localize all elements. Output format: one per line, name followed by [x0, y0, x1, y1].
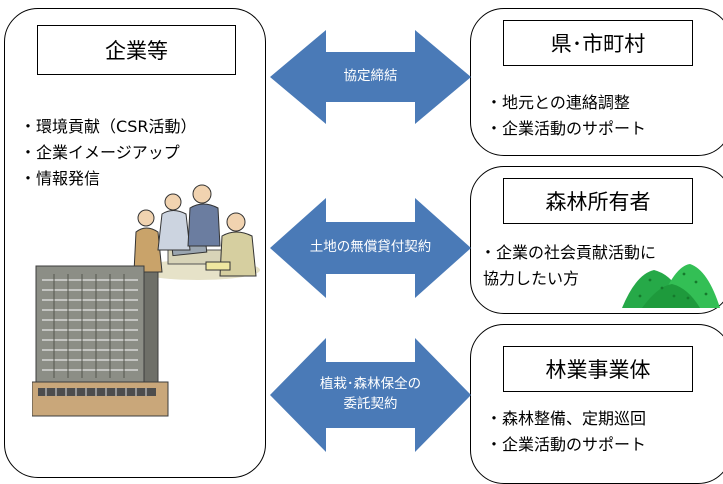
commission-label-line2: 委託契約 — [343, 396, 398, 412]
forest-owner-bullet: ・企業の社会貢献活動に 協力したい方 — [480, 240, 656, 292]
company-title: 企業等 — [37, 25, 236, 75]
list-item: 森林整備、定期巡回 — [486, 406, 646, 432]
agreement-label: 協定締結 — [343, 68, 398, 84]
commission-arrow — [270, 338, 471, 452]
forestry-entity-title: 林業事業体 — [503, 346, 693, 392]
land-lease-label: 土地の無償貸付契約 — [309, 239, 432, 255]
list-item: 企業活動のサポート — [486, 116, 646, 142]
forestry-entity-bullets: 森林整備、定期巡回 企業活動のサポート — [486, 406, 646, 458]
list-item: 企業イメージアップ — [20, 140, 196, 166]
commission-label: 植栽･森林保全の 委託契約 — [268, 374, 473, 414]
list-item: 環境貢献（CSR活動） — [20, 114, 196, 140]
list-item: 情報発信 — [20, 166, 196, 192]
office-building-illustration — [32, 265, 169, 417]
commission-label-line1: 植栽･森林保全の — [319, 376, 422, 392]
land-lease-arrow — [270, 198, 471, 298]
forest-owner-bullet-line1: ・企業の社会貢献活動に — [480, 243, 657, 262]
forest-owner-title: 森林所有者 — [503, 178, 693, 224]
forest-owner-bullet-line2: 協力したい方 — [483, 269, 580, 288]
list-item: 地元との連絡調整 — [486, 90, 646, 116]
list-item: 企業活動のサポート — [486, 432, 646, 458]
agreement-arrow — [270, 30, 471, 124]
company-bullets: 環境貢献（CSR活動） 企業イメージアップ 情報発信 — [20, 114, 196, 192]
green-hills-icon — [622, 264, 720, 308]
prefecture-bullets: 地元との連絡調整 企業活動のサポート — [486, 90, 646, 142]
business-people-illustration — [133, 184, 260, 280]
prefecture-title: 県･市町村 — [503, 20, 693, 66]
